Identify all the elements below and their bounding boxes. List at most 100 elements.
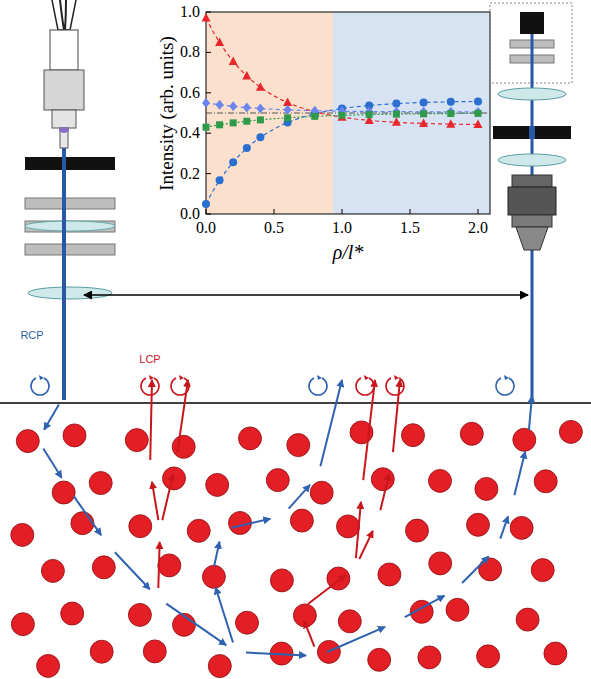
scatterer: [208, 655, 231, 678]
detector-optics: [490, 3, 572, 400]
marker: [338, 112, 347, 121]
marker: [474, 120, 483, 129]
light-path: [166, 604, 226, 645]
marker: [216, 121, 223, 128]
polarization-symbol: [141, 375, 159, 395]
light-path: [152, 482, 158, 520]
scatterer: [378, 563, 401, 586]
marker: [229, 101, 237, 111]
marker: [447, 107, 455, 117]
marker: [419, 118, 428, 127]
light-path: [327, 627, 385, 652]
tick: [410, 209, 411, 214]
tick-label: 1.0: [332, 220, 352, 236]
light-path: [380, 474, 389, 511]
marker: [284, 114, 291, 121]
marker: [420, 110, 427, 117]
scatterer: [418, 646, 441, 669]
light-path: [43, 448, 61, 477]
marker: [339, 112, 346, 119]
scatterer: [310, 481, 333, 504]
light-path: [232, 519, 271, 528]
light-path: [514, 452, 525, 496]
marker: [366, 111, 373, 118]
scatterer: [371, 468, 394, 491]
tick: [274, 209, 275, 214]
tick: [478, 209, 479, 214]
scatterer: [187, 519, 210, 542]
polarization-label: RCP: [20, 330, 43, 341]
marker: [420, 98, 428, 106]
scatterer: [90, 640, 113, 663]
light-path: [308, 575, 346, 604]
marker: [256, 104, 264, 114]
marker: [256, 133, 264, 141]
light-path: [500, 516, 508, 538]
tick: [206, 52, 211, 53]
marker: [203, 124, 210, 131]
scatterer: [559, 420, 582, 443]
marker: [229, 158, 237, 166]
light-path: [359, 531, 372, 559]
marker: [243, 118, 250, 125]
marker: [202, 200, 210, 208]
tick-label: 0.5: [264, 220, 284, 236]
scatterer: [429, 552, 452, 575]
data-series: [202, 13, 483, 128]
marker: [447, 110, 454, 117]
light-path: [214, 542, 219, 567]
scatterer: [510, 516, 533, 539]
scatterer: [41, 559, 64, 582]
scatterer: [236, 611, 259, 634]
data-series: [202, 97, 482, 207]
scatterer: [266, 469, 289, 492]
scatterer: [290, 509, 313, 532]
scatterer: [158, 554, 181, 577]
tick: [206, 133, 211, 134]
light-path: [304, 621, 314, 647]
scatterer: [11, 523, 34, 546]
polarization-symbol: [386, 375, 404, 395]
marker: [284, 105, 292, 115]
light-path: [216, 587, 233, 642]
light-path: [74, 496, 101, 535]
scatterer: [475, 477, 498, 500]
scatterer: [337, 515, 360, 538]
light-path: [150, 380, 152, 460]
marker: [446, 119, 455, 128]
marker: [475, 110, 482, 117]
scatterer: [239, 427, 262, 450]
scatterer: [338, 610, 361, 633]
light-path: [356, 502, 361, 558]
marker: [243, 103, 251, 113]
scatterer: [534, 470, 557, 493]
light-path: [405, 596, 445, 618]
tick-label: 0.8: [180, 44, 200, 60]
scatterer: [71, 512, 94, 535]
scatterer: [406, 519, 429, 542]
scatterer: [63, 424, 86, 447]
marker: [392, 100, 400, 108]
scatterer: [531, 559, 554, 582]
scatterer: [163, 467, 186, 490]
scatterer: [37, 654, 60, 677]
marker: [420, 107, 428, 117]
tick-label: 1.0: [180, 4, 200, 20]
tick: [206, 12, 211, 13]
scatterer: [516, 608, 539, 631]
scatterer: [16, 430, 39, 453]
light-path: [462, 556, 488, 582]
tick-label: 0.0: [196, 220, 216, 236]
tick-label: 2.0: [468, 220, 488, 236]
scatterer: [270, 569, 293, 592]
tick-label: 0.2: [180, 166, 200, 182]
light-path: [529, 396, 532, 430]
scatterer: [89, 472, 112, 495]
data-series: [203, 110, 482, 131]
scatterer: [125, 429, 148, 452]
scatterer: [479, 558, 502, 581]
marker: [393, 111, 400, 118]
tick: [206, 214, 211, 215]
axis-title: Intensity (arb. units): [156, 36, 175, 191]
